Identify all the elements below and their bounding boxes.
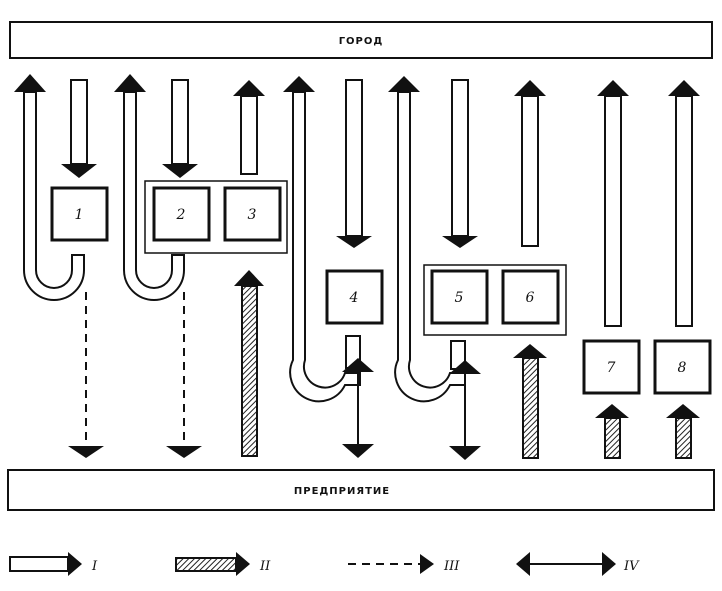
box-3: 3 [223,186,282,242]
bottom-bar-label: ПРЕДПРИЯТИЕ [294,486,390,497]
svg-text:6: 6 [526,290,535,306]
box-2: 2 [152,186,211,242]
svg-text:III: III [443,559,460,574]
legend-item-3: III [348,554,460,574]
legend-item-2: II [175,552,271,576]
flow-box-1 [14,74,104,458]
svg-text:I: I [91,559,98,574]
box-8: 8 [653,339,712,395]
legend-item-4: IV [516,552,640,576]
group-box-2-3: 2 3 [144,180,288,254]
flow-box-3 [233,80,265,457]
top-bar-label: ГОРОД [339,36,384,47]
legend: I II III IV [9,552,640,576]
flow-box-2 [114,74,202,458]
top-bar: ГОРОД [9,21,713,59]
box-1: 1 [50,186,109,242]
svg-text:4: 4 [349,290,359,306]
legend-item-1: I [9,552,98,576]
bottom-bar: ПРЕДПРИЯТИЕ [7,469,715,511]
flow-box-5 [388,76,481,460]
box-7: 7 [582,339,641,395]
flow-box-4 [283,76,374,458]
svg-text:IV: IV [623,559,640,574]
flow-box-7 [595,80,629,459]
box-6: 6 [501,269,560,325]
flow-box-6 [513,80,547,459]
svg-text:2: 2 [176,207,186,223]
box-5: 5 [430,269,489,325]
svg-text:5: 5 [455,290,464,306]
svg-text:1: 1 [75,207,84,223]
flow-box-8 [666,80,700,459]
svg-text:II: II [259,559,271,574]
group-box-5-6: 5 6 [423,264,567,336]
box-4: 4 [325,269,384,325]
svg-text:7: 7 [607,360,616,376]
svg-text:8: 8 [678,360,687,376]
svg-text:3: 3 [248,207,257,223]
